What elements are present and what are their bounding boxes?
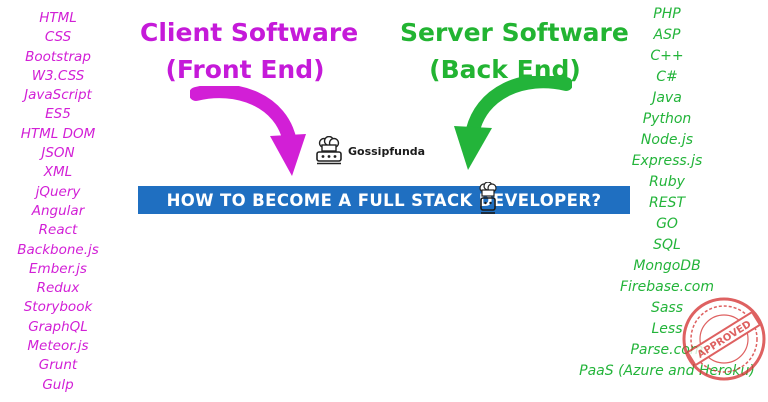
front-end-technology-list: HTML CSS Bootstrap W3.CSS JavaScript ES5… [17,9,99,395]
front-end-item: CSS [44,29,72,46]
back-end-item: SQL [653,237,681,253]
front-end-item: Storybook [23,299,93,316]
front-end-item: GraphQL [28,318,88,335]
front-end-item: Backbone.js [17,241,99,258]
back-end-technology-list: PHP ASP C++ C# Java Python Node.js Expre… [572,4,762,382]
front-end-item: Redux [36,280,80,297]
back-end-item: GO [656,216,678,232]
chef-mascot-icon [479,182,497,214]
back-end-item: Firebase.com [619,279,715,295]
back-end-item: ASP [653,27,681,43]
front-end-item: ES5 [45,106,71,123]
back-end-item: Ruby [649,174,685,190]
front-end-item: Meteor.js [27,338,89,355]
front-end-item: Bootstrap [25,48,91,65]
back-end-item: MongoDB [633,258,701,274]
gossipfunda-brand: Gossipfunda [314,136,425,166]
front-end-item: HTML DOM [20,125,96,142]
back-end-item: Node.js [640,132,694,148]
front-end-item: Ember.js [29,260,87,277]
front-end-item: HTML [39,10,77,26]
client-heading-line2: (Front End) [165,55,325,84]
front-end-item: XML [43,164,73,181]
curved-arrow-down-left-icon [454,76,572,170]
brand-name: Gossipfunda [348,144,426,158]
front-end-item: JavaScript [24,87,92,104]
front-end-item: Angular [31,202,85,219]
server-software-heading: Server Software (Back End) [400,14,629,88]
back-end-item: Java [652,90,682,106]
back-end-item: Sass [650,300,684,316]
client-heading-line1: Client Software [140,18,359,47]
approval-stamp-icon: APPROVED [682,297,766,381]
back-end-item: PHP [653,6,681,22]
back-end-item: REST [648,195,685,211]
front-end-item: JSON [41,145,75,162]
back-end-item: Less [651,321,683,337]
curved-arrow-down-right-icon [190,86,306,176]
banner-title: HOW TO BECOME A FULL STACK DEVELOPER? [166,190,602,210]
back-end-item: PaaS (Azure and Heroku) [579,363,755,379]
front-end-item: jQuery [35,183,81,200]
front-end-item: React [38,222,78,239]
back-end-item: C++ [650,48,684,64]
client-software-heading: Client Software (Front End) [140,14,359,88]
server-heading-line1: Server Software [400,18,629,47]
front-end-item: Grunt [38,357,78,374]
title-banner: HOW TO BECOME A FULL STACK DEVELOPER? [138,186,630,214]
back-end-item: Python [642,111,692,127]
front-end-item: W3.CSS [31,67,85,84]
front-end-item: Gulp [42,376,74,393]
back-end-item: Express.js [631,153,703,169]
chef-hat-logo-icon [316,136,342,165]
back-end-item: C# [656,69,678,85]
